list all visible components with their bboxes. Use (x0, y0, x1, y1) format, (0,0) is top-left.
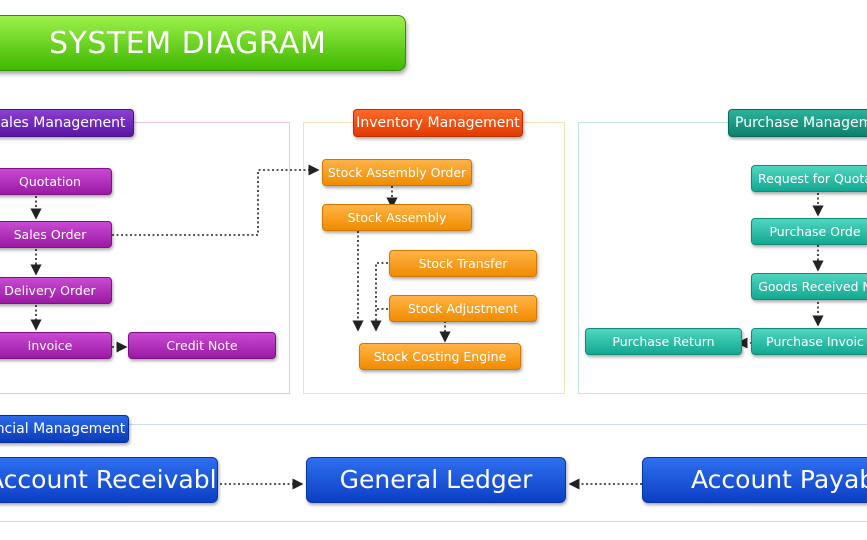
financial-management-panel (0, 424, 867, 522)
credit-note-node: Credit Note (128, 332, 276, 359)
sales-management-header: ales Management (0, 109, 134, 137)
quotation-node: Quotation (0, 168, 112, 195)
arrow-transfer-adjustment-to-costing (370, 262, 388, 332)
stock-transfer-node: Stock Transfer (389, 250, 537, 277)
delivery-order-node: Delivery Order (0, 277, 112, 304)
sales-order-node: Sales Order (0, 221, 112, 248)
general-ledger-node: General Ledger (306, 457, 566, 503)
purchase-invoice-node: Purchase Invoic (751, 328, 867, 355)
inventory-management-header: Inventory Management (353, 109, 523, 137)
arrow-sales-order-to-stock-assembly-order (112, 164, 320, 236)
stock-costing-engine-node: Stock Costing Engine (359, 343, 521, 370)
stock-assembly-node: Stock Assembly (322, 204, 472, 231)
goods-received-note-node: Goods Received N (751, 273, 867, 300)
sales-management-panel (0, 122, 290, 394)
system-diagram-title: SYSTEM DIAGRAM (0, 15, 406, 71)
financial-management-header: ncial Management (0, 415, 129, 443)
account-receivable-node: Account Receivable (0, 457, 218, 503)
stock-adjustment-node: Stock Adjustment (389, 295, 537, 322)
account-payable-node: Account Payable (642, 457, 867, 503)
purchase-management-panel (578, 122, 867, 394)
purchase-management-header: Purchase Manageme (728, 109, 867, 137)
stock-assembly-order-node: Stock Assembly Order (322, 159, 472, 186)
purchase-return-node: Purchase Return (585, 328, 742, 355)
invoice-node: Invoice (0, 332, 112, 359)
purchase-order-node: Purchase Orde (751, 218, 867, 245)
request-for-quotation-node: Request for Quota (751, 165, 867, 192)
